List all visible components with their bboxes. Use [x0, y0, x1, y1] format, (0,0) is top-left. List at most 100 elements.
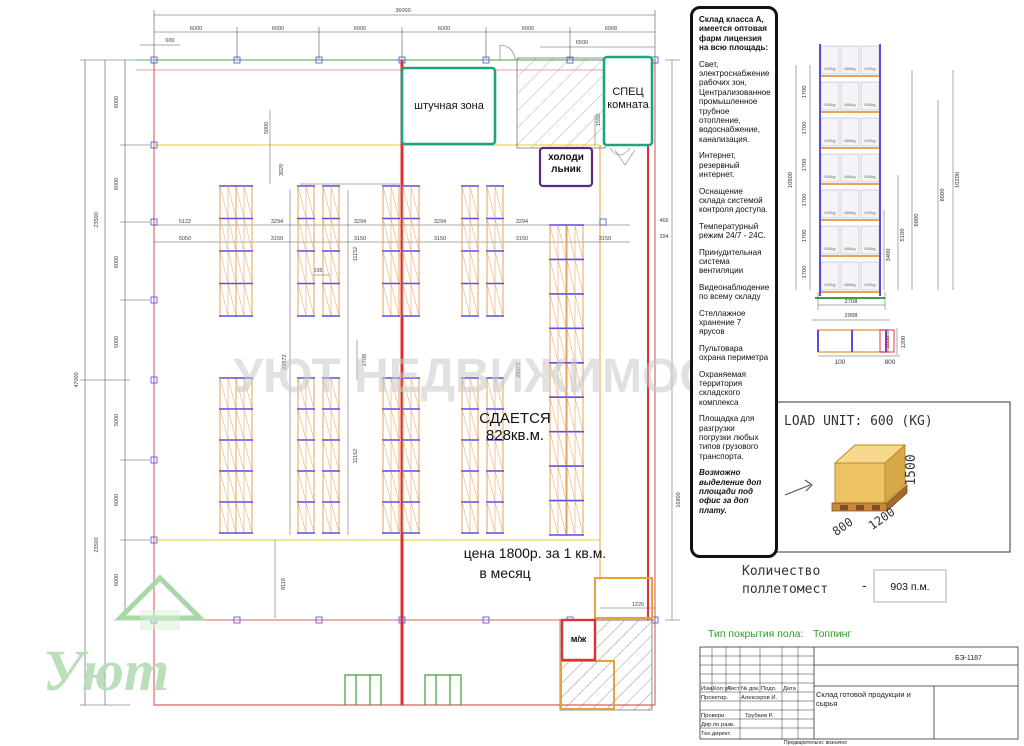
pallet-cell-label: 600kg: [845, 102, 856, 107]
height-dim: 8500: [940, 189, 946, 202]
left-dim-label: 6000: [114, 494, 120, 506]
price-line2: в месяц: [479, 565, 531, 581]
tb-header: Изм.: [701, 686, 714, 692]
dim-label: 3294: [434, 219, 446, 225]
pallet-cell: [840, 117, 860, 147]
info-item: Площадка для разгрузки погрузки любых ти…: [699, 414, 759, 461]
rack: [235, 185, 253, 317]
dim-label: 28572: [282, 354, 288, 369]
price-line1: цена 1800р. за 1 кв.м.: [463, 545, 607, 561]
info-item: Видеонаблюдение по всему складу: [699, 282, 770, 302]
rack: [566, 224, 584, 536]
dim-label: 3029: [279, 164, 285, 176]
dim-label: 5050: [179, 236, 191, 242]
pallet-cell-label: 600kg: [825, 138, 836, 143]
dim-label: 1220: [632, 602, 644, 608]
left-dim-label: 5000: [114, 414, 120, 426]
pallet-cell: [840, 81, 860, 111]
rack: [402, 377, 420, 534]
info-heading: Склад класса А, имеется оптовая фарм лиц…: [699, 15, 769, 53]
dim-label: 5000: [264, 122, 270, 134]
dim-label: 394: [659, 234, 668, 240]
left-dim-label: 47000: [74, 372, 80, 387]
dim-label: 3150: [434, 236, 446, 242]
top-dim-label: 6500: [576, 40, 588, 46]
pallet-count-label-1: Количество: [742, 564, 820, 579]
uyut-logo: Уют: [43, 574, 207, 703]
width-dim: 2708: [845, 299, 858, 305]
pallet-count-box: [873, 569, 947, 603]
width-dim: 2908: [845, 313, 858, 319]
pallet-cell-label: 600kg: [865, 174, 876, 179]
left-dim-labels: 6000 6000 6000 5000 5000 6000 6000 23500…: [74, 96, 120, 586]
pallet-cell-label: 600kg: [865, 66, 876, 71]
for-rent-title: СДАЕТСЯ 828кв.м.: [455, 410, 575, 444]
total-dim: 10500: [788, 172, 794, 188]
top-dim-label: 6068: [605, 26, 617, 32]
dim-label: 11152: [353, 247, 359, 261]
dim-label: 16800: [676, 492, 682, 507]
level-dim: 1700: [802, 122, 808, 135]
tb-header: № док.: [741, 686, 760, 692]
pallet-count-dash: -: [862, 577, 867, 593]
dim-label: 3150: [271, 236, 283, 242]
watermark-text: УЮТ НЕДВИЖИМОСТЬ: [233, 350, 776, 403]
info-panel: Склад класса А, имеется оптовая фарм лиц…: [690, 6, 778, 558]
pallet-count-value: 903 п.м.: [890, 581, 929, 593]
level-dim: 1700: [802, 230, 808, 243]
storage-racks: [219, 185, 584, 536]
info-item: Оснащение склада системой контроля досту…: [699, 186, 768, 215]
load-unit-label: LOAD UNIT: 600 (KG): [784, 414, 933, 429]
left-dimensions: [80, 59, 150, 706]
dim-label: 466: [659, 218, 668, 224]
dim-label: 5122: [179, 219, 191, 225]
plan-dim: 1056: [885, 336, 891, 348]
info-item: Принудительная система вентиляции: [699, 247, 762, 276]
interior-dimension-lines: [154, 59, 680, 621]
pallet-cell-label: 600kg: [865, 282, 876, 287]
info-item: Температурный режим 24/7 - 24С.: [699, 221, 766, 241]
left-dim-label: 23500: [94, 212, 100, 227]
pallet-cell-label: 600kg: [825, 210, 836, 215]
dim-label: 8118: [281, 578, 287, 590]
rack: [461, 185, 479, 317]
price-block: цена 1800р. за 1 кв.м. в месяц: [420, 543, 650, 583]
level-dim: 1700: [802, 194, 808, 207]
pallet-cell-label: 600kg: [845, 174, 856, 179]
drawing-code: БЭ-1187: [955, 655, 982, 662]
rack: [486, 377, 504, 534]
level-dim: 1700: [802, 86, 808, 99]
rack: [402, 185, 420, 317]
tb-role: Тех.директ.: [701, 731, 732, 737]
level-dim: 1700: [802, 266, 808, 279]
pallet-cell-label: 600kg: [825, 102, 836, 107]
left-dim-label: 6000: [114, 96, 120, 108]
tb-header: Дата: [783, 686, 797, 692]
fridge-room: [538, 146, 594, 188]
tb-role: Проектир.: [701, 695, 729, 701]
door-swings: [499, 44, 636, 166]
tb-name: Трубаев Р.: [745, 713, 773, 719]
project-title: Склад готовой продукции и сырья: [816, 690, 911, 708]
dim-label: 936: [313, 268, 322, 274]
info-item: Охраняемая территория складского комплек…: [699, 369, 747, 407]
loading-gates: [344, 674, 462, 705]
left-dim-label: 6000: [114, 574, 120, 586]
piece-zone-label: штучная зона: [414, 100, 484, 112]
tb-role: Дир.по разв.: [701, 722, 735, 728]
pallet-cell-label: 600kg: [825, 174, 836, 179]
top-dimensions: [140, 10, 656, 60]
level-dim: 1700: [802, 159, 808, 172]
top-dim-label: 6000: [272, 26, 284, 32]
pallet-cell-label: 600kg: [845, 246, 856, 251]
arrow-icon: [784, 479, 813, 496]
dim-label: 28572: [516, 362, 522, 377]
plan-dim: 800: [885, 359, 896, 366]
tb-header: Кол.уч: [713, 686, 730, 692]
rack: [486, 185, 504, 317]
dim-overall: 36000: [395, 8, 410, 14]
rack-elevation: 600kg 600kg 600kg 600kg 600kg 600kg 600kg 600kg…: [788, 44, 961, 366]
pallet-cell-label: 600kg: [845, 282, 856, 287]
spec-room-label: СПЕЦ комната: [607, 86, 649, 111]
tb-role: Провери.: [701, 713, 726, 719]
